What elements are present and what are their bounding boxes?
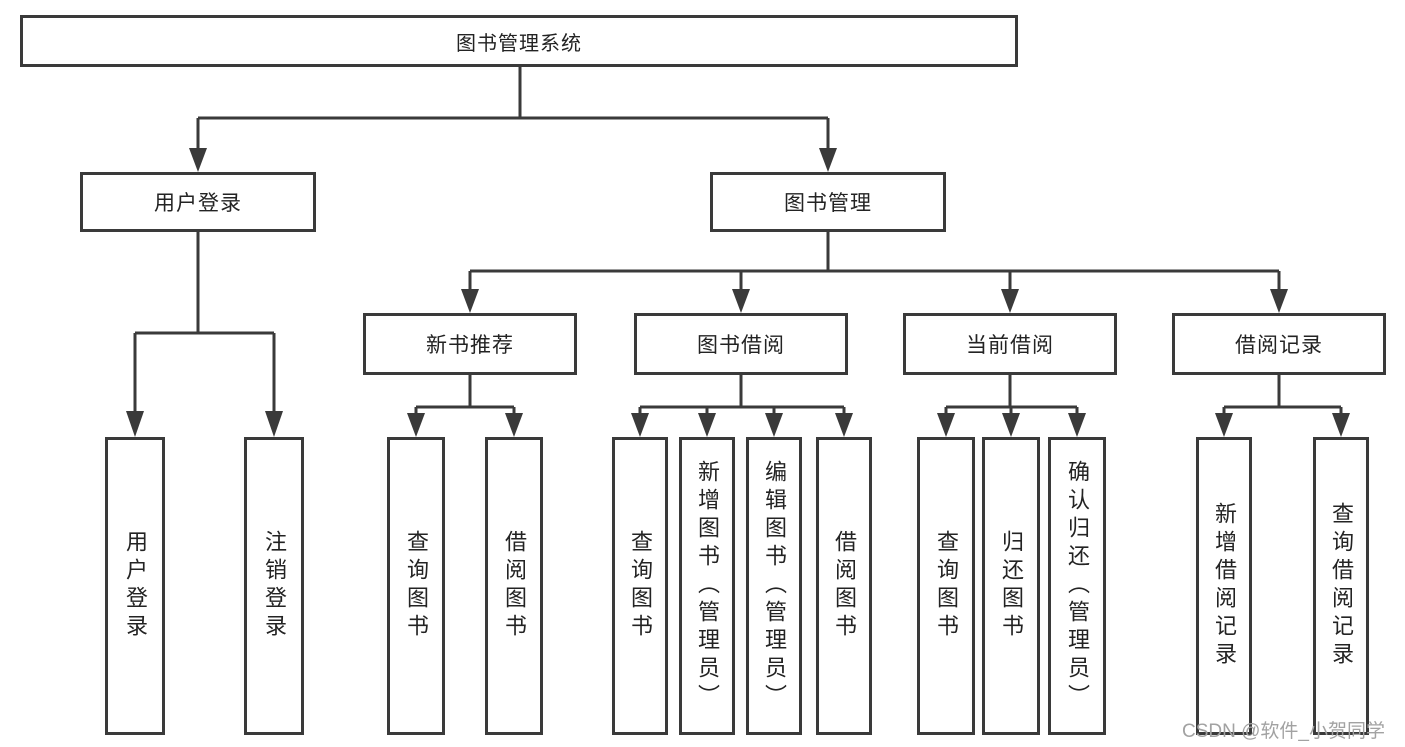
- leaf-label: 查询图书: [934, 530, 959, 642]
- leaf-user-login-label: 用户登录: [123, 530, 148, 642]
- node-new-books: 新书推荐: [363, 313, 577, 375]
- leaf-query-borrow-record: 查询借阅记录: [1313, 437, 1369, 735]
- node-book-borrow: 图书借阅: [634, 313, 848, 375]
- leaf-label: 编辑图书（管理员）: [762, 460, 787, 712]
- node-root: 图书管理系统: [20, 15, 1018, 67]
- connector-root-to-level2: [189, 67, 837, 172]
- leaf-add-borrow-record: 新增借阅记录: [1196, 437, 1252, 735]
- node-book-mgmt: 图书管理: [710, 172, 946, 232]
- node-borrow-records: 借阅记录: [1172, 313, 1386, 375]
- leaf-label: 确认归还（管理员）: [1065, 460, 1090, 712]
- node-book-mgmt-label: 图书管理: [784, 192, 872, 215]
- leaf-label: 查询借阅记录: [1329, 502, 1354, 670]
- csdn-watermark: CSDN @软件_小贺同学: [1182, 721, 1385, 742]
- leaf-label: 借阅图书: [502, 530, 527, 642]
- leaf-label: 新增图书（管理员）: [695, 460, 720, 712]
- leaf-borrow-books-recommend: 借阅图书: [485, 437, 543, 735]
- node-book-borrow-label: 图书借阅: [697, 334, 785, 357]
- leaf-label: 查询图书: [628, 530, 653, 642]
- leaf-query-books-current: 查询图书: [917, 437, 975, 735]
- leaf-return-books: 归还图书: [982, 437, 1040, 735]
- leaf-query-books-borrow: 查询图书: [612, 437, 668, 735]
- leaf-label: 查询图书: [404, 530, 429, 642]
- leaf-logout-label: 注销登录: [262, 530, 287, 642]
- node-new-books-label: 新书推荐: [426, 334, 514, 357]
- node-borrow-records-label: 借阅记录: [1235, 334, 1323, 357]
- connector-book-borrow-leaves: [631, 375, 853, 437]
- leaf-edit-books-admin: 编辑图书（管理员）: [746, 437, 802, 735]
- leaf-add-books-admin: 新增图书（管理员）: [679, 437, 735, 735]
- leaf-label: 新增借阅记录: [1212, 502, 1237, 670]
- node-root-label: 图书管理系统: [456, 32, 582, 55]
- leaf-user-login: 用户登录: [105, 437, 165, 735]
- leaf-label: 借阅图书: [832, 530, 857, 642]
- leaf-confirm-return-admin: 确认归还（管理员）: [1048, 437, 1106, 735]
- leaf-query-books-recommend: 查询图书: [387, 437, 445, 735]
- node-user-login: 用户登录: [80, 172, 316, 232]
- connector-user-login-leaves: [126, 232, 283, 437]
- node-current-borrow: 当前借阅: [903, 313, 1117, 375]
- connector-borrow-records-leaves: [1215, 375, 1350, 437]
- node-current-borrow-label: 当前借阅: [966, 334, 1054, 357]
- connector-current-borrow-leaves: [937, 375, 1086, 437]
- connector-new-books-leaves: [407, 375, 523, 437]
- leaf-logout: 注销登录: [244, 437, 304, 735]
- leaf-borrow-books: 借阅图书: [816, 437, 872, 735]
- connector-book-mgmt-level3: [461, 232, 1288, 313]
- leaf-label: 归还图书: [999, 530, 1024, 642]
- node-user-login-label: 用户登录: [154, 192, 242, 215]
